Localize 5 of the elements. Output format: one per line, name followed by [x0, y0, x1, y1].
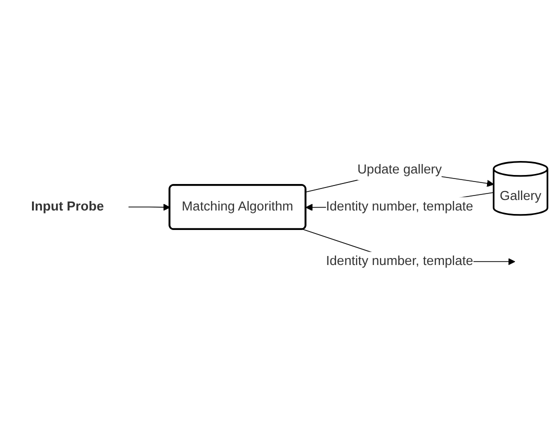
arrow	[128, 204, 170, 211]
edge-label: Identity number, template	[326, 254, 474, 268]
edge-label: Identity number, template	[326, 200, 474, 214]
edge-label: Update gallery	[357, 162, 442, 177]
node-text: Input Probe	[31, 200, 104, 214]
